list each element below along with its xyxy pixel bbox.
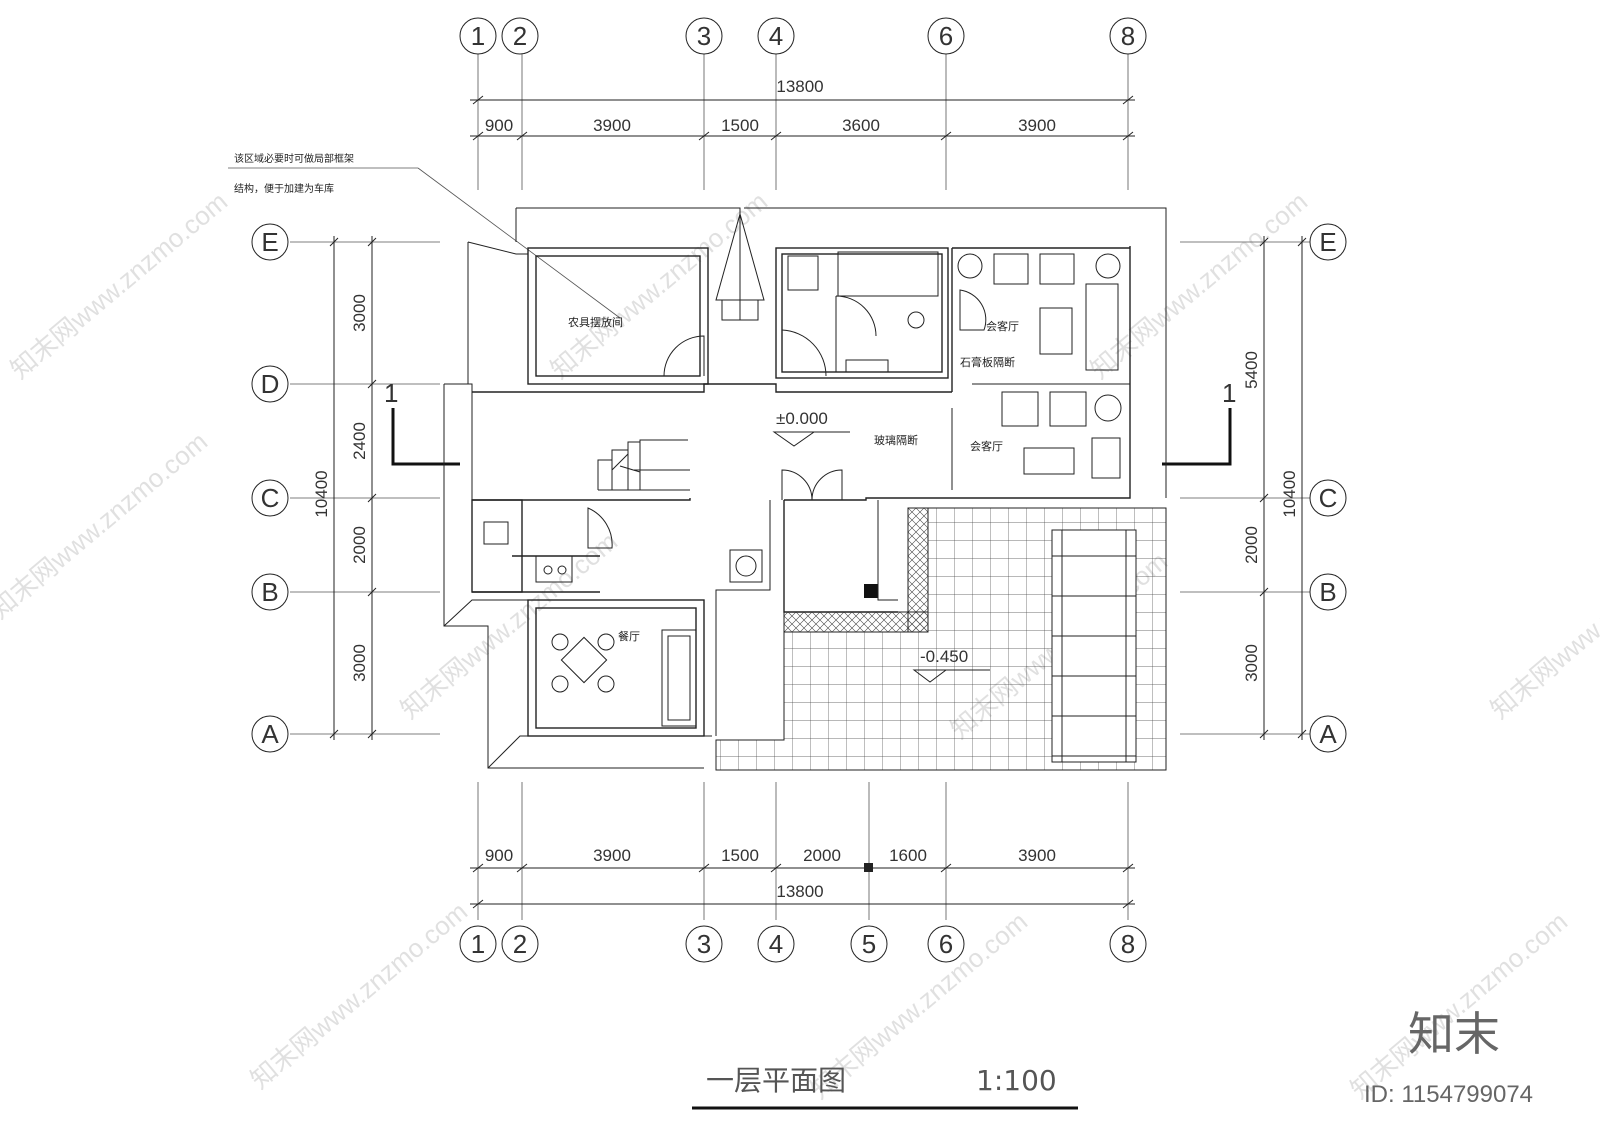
room-label-dining: 餐厅 xyxy=(618,629,640,643)
title-block: 一层平面图 1:100 xyxy=(692,1064,1078,1110)
axis-label-top: 8 xyxy=(1121,21,1135,51)
dimension-bottom: 1600 xyxy=(889,846,927,865)
drawing-scale: 1:100 xyxy=(976,1064,1057,1097)
note-line-2: 结构，便于加建为车库 xyxy=(234,182,334,195)
axis-label-bottom: 6 xyxy=(939,929,953,959)
brand-block: 知末 ID: 1154799074 xyxy=(1364,1007,1533,1108)
note-line-1: 该区域必要时可做局部框架 xyxy=(234,152,354,165)
dimension-bottom: 3900 xyxy=(593,846,631,865)
room-label-reception-1: 会客厅 xyxy=(986,319,1019,333)
level-terrace: -0.450 xyxy=(920,647,968,666)
level-marks: ±0.000 -0.450 xyxy=(772,409,990,683)
dimension-right-total: 10400 xyxy=(1280,470,1299,517)
axis-label-bottom: 3 xyxy=(697,929,711,959)
top-dimension-lines: 13800 900 3900 1500 3600 3900 xyxy=(470,77,1135,141)
level-main: ±0.000 xyxy=(776,409,828,428)
bottom-dimension-lines: 900 3900 1500 2000 1600 3900 13800 1 2 3… xyxy=(459,782,1147,963)
watermark: 知末网www.znzmo.com xyxy=(0,426,213,624)
dimension-right: 2000 xyxy=(1242,526,1261,564)
axis-label-right: E xyxy=(1319,227,1336,257)
watermark: 知末网www.znzmo.com xyxy=(1345,906,1573,1104)
dimension-left: 3000 xyxy=(350,644,369,682)
partition-label-gypsum: 石膏板隔断 xyxy=(960,355,1015,369)
section-marks: 1 1 xyxy=(384,378,1236,466)
axis-label-top: 6 xyxy=(939,21,953,51)
axis-label-left: B xyxy=(261,577,278,607)
section-mark-label: 1 xyxy=(384,378,398,408)
axis-label-right: A xyxy=(1319,719,1337,749)
dimension-left: 2400 xyxy=(350,422,369,460)
axis-label-bottom: 4 xyxy=(769,929,783,959)
dimension-top: 1500 xyxy=(721,116,759,135)
dimension-top-total: 13800 xyxy=(776,77,823,96)
brand-logo: 知末 xyxy=(1408,1007,1500,1061)
watermark: 知末网www.znzmo.com xyxy=(1085,186,1313,384)
right-dimension-lines: 5400 2000 3000 10400 E C B A xyxy=(1180,223,1347,753)
dimension-bottom-total: 13800 xyxy=(776,882,823,901)
axis-label-bottom: 2 xyxy=(513,929,527,959)
dimension-right: 5400 xyxy=(1242,351,1261,389)
annotation-note: 该区域必要时可做局部框架 结构，便于加建为车库 xyxy=(228,152,621,319)
top-axis-markers: 1 2 3 4 6 8 xyxy=(459,17,1147,190)
dimension-bottom: 900 xyxy=(485,846,513,865)
watermark: 知末网www.znzmo.com xyxy=(1485,526,1600,724)
dimension-bottom: 2000 xyxy=(803,846,841,865)
axis-label-top: 4 xyxy=(769,21,783,51)
partition-label-glass: 玻璃隔断 xyxy=(874,433,918,447)
drawing-title: 一层平面图 xyxy=(706,1064,846,1097)
dimension-right: 3000 xyxy=(1242,644,1261,682)
watermark: 知末网www.znzmo.com xyxy=(245,896,473,1094)
dimension-top: 3900 xyxy=(1018,116,1056,135)
dimension-top: 900 xyxy=(485,116,513,135)
watermark: 知末网www.znzmo.com xyxy=(5,186,233,384)
axis-label-left: D xyxy=(261,369,280,399)
room-labels: 农具摆放间 会客厅 石膏板隔断 玻璃隔断 会客厅 餐厅 xyxy=(568,315,1019,643)
axis-label-bottom: 8 xyxy=(1121,929,1135,959)
axis-label-bottom: 5 xyxy=(862,929,876,959)
room-label-reception-2: 会客厅 xyxy=(970,439,1003,453)
dimension-bottom: 1500 xyxy=(721,846,759,865)
axis-label-right: B xyxy=(1319,577,1336,607)
drawing-id: ID: 1154799074 xyxy=(1364,1081,1533,1108)
section-mark-label: 1 xyxy=(1222,378,1236,408)
left-dimension-lines: 3000 2400 2000 3000 10400 E D C B A xyxy=(251,223,440,753)
axis-label-right: C xyxy=(1319,483,1338,513)
room-label-storage: 农具摆放间 xyxy=(568,315,623,329)
axis-label-left: E xyxy=(261,227,278,257)
axis-label-bottom: 1 xyxy=(471,929,485,959)
dimension-left: 3000 xyxy=(350,294,369,332)
dimension-left-total: 10400 xyxy=(312,470,331,517)
axis-label-top: 2 xyxy=(513,21,527,51)
dimension-top: 3900 xyxy=(593,116,631,135)
dimension-left: 2000 xyxy=(350,526,369,564)
axis-label-left: A xyxy=(261,719,279,749)
building-walls xyxy=(443,207,1167,771)
axis-label-left: C xyxy=(261,483,280,513)
axis-label-top: 1 xyxy=(471,21,485,51)
dimension-top: 3600 xyxy=(842,116,880,135)
axis-label-top: 3 xyxy=(697,21,711,51)
watermark: 知末网www.znzmo.com xyxy=(545,186,773,384)
dimension-bottom: 3900 xyxy=(1018,846,1056,865)
